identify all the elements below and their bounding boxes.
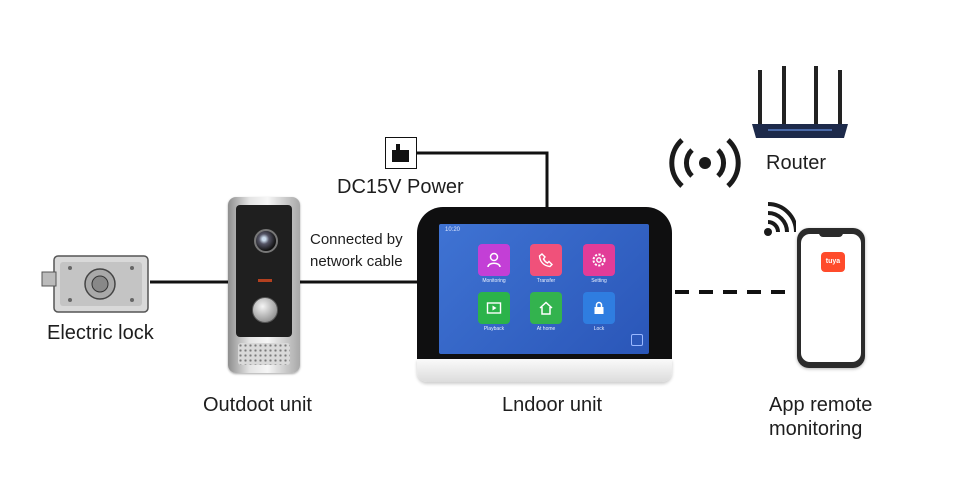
screen-tile-label: At home (536, 326, 556, 332)
app-label-line1: App remote (769, 394, 873, 416)
play-icon (478, 292, 510, 324)
lock-icon (583, 292, 615, 324)
router-label: Router (766, 152, 827, 174)
screen-tile-lock: Lock (582, 292, 616, 336)
screen-tile-playback: Playback (477, 292, 511, 336)
screen-tile-label: Monitoring (482, 278, 506, 284)
electric-lock-icon (40, 252, 152, 314)
network-cable-label-line2: network cable (310, 253, 403, 270)
person-icon (478, 244, 510, 276)
screen-tile-transfer: Transfer (529, 244, 563, 288)
screen-tile-at-home: At home (529, 292, 563, 336)
screen-status-text: 10:20 (445, 227, 461, 233)
screen-corner-icon (631, 334, 643, 346)
wifi-broadcast-icon (669, 138, 741, 188)
home-icon (530, 292, 562, 324)
router-icon (748, 64, 852, 142)
screen-tile-monitoring: Monitoring (477, 244, 511, 288)
power-label: DC15V Power (337, 176, 464, 198)
app-label-line2: monitoring (769, 418, 863, 440)
screen-tile-label: Lock (593, 326, 605, 332)
indoor-unit-label: Lndoor unit (502, 394, 603, 416)
electric-lock-label: Electric lock (47, 322, 154, 344)
screen-tile-label: Playback (483, 326, 505, 332)
gear-icon (583, 244, 615, 276)
outdoor-unit-icon (228, 197, 300, 373)
screen-tile-label: Transfer (536, 278, 556, 284)
screen-tile-setting: Setting (582, 244, 616, 288)
network-cable-label-line1: Connected by (310, 231, 403, 248)
wifi-signal-icon (764, 202, 796, 236)
power-adapter-icon (385, 137, 417, 169)
phone-icon (530, 244, 562, 276)
outdoor-unit-label: Outdoot unit (203, 394, 312, 416)
tuya-app-icon: tuya (821, 252, 845, 272)
smartphone-icon: tuya (797, 228, 865, 368)
power-wire (415, 151, 549, 210)
screen-tile-label: Setting (591, 278, 607, 284)
